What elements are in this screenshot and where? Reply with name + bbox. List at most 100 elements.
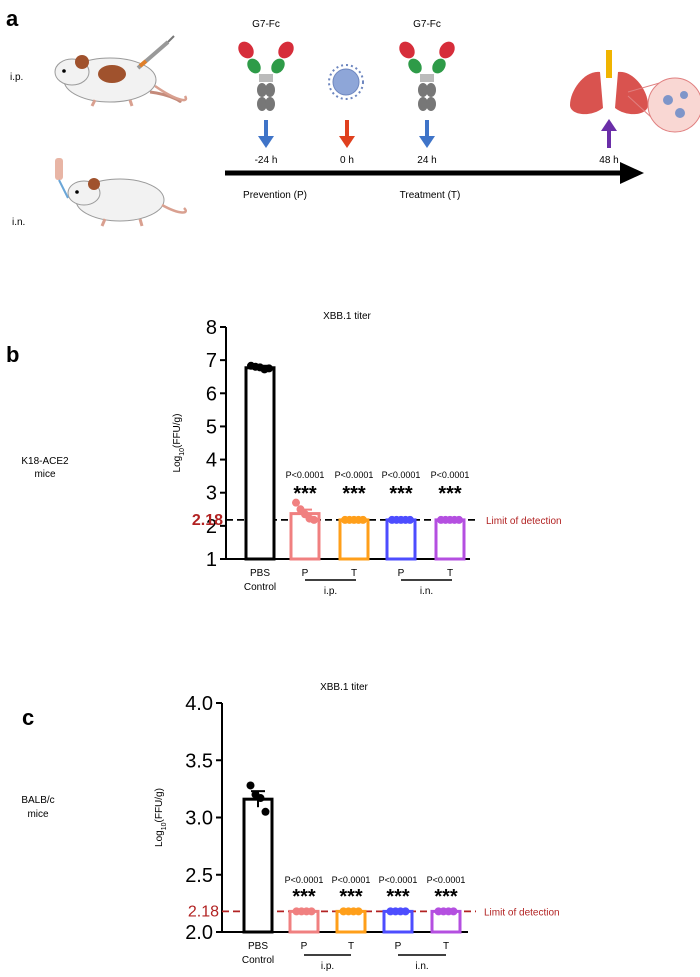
y-axis-label: Log10(FFU/g) bbox=[172, 414, 186, 473]
p-value-label: P<0.0001 bbox=[332, 875, 371, 885]
lod-value-label: 2.18 bbox=[188, 903, 219, 920]
lung-icon bbox=[570, 50, 648, 115]
strain-label-line2: mice bbox=[34, 469, 56, 480]
time-label-24: 24 h bbox=[417, 155, 436, 166]
y-tick-label: 2.0 bbox=[185, 922, 213, 944]
data-point bbox=[246, 781, 255, 790]
significance-stars: *** bbox=[292, 886, 316, 908]
group-label: i.p. bbox=[324, 586, 337, 597]
significance-stars: *** bbox=[342, 483, 366, 505]
y-axis-label: Log10(FFU/g) bbox=[154, 788, 168, 847]
antibody-label-prevention: G7-Fc bbox=[252, 19, 280, 30]
significance-stars: *** bbox=[386, 886, 410, 908]
significance-stars: *** bbox=[389, 483, 413, 505]
data-point bbox=[455, 515, 463, 524]
y-tick-label: 4.0 bbox=[185, 693, 213, 715]
chart-title: XBB.1 titer bbox=[323, 311, 371, 322]
x-tick-label: Control bbox=[242, 955, 274, 966]
route-ip-label: i.p. bbox=[10, 72, 23, 83]
route-in-label: i.n. bbox=[12, 217, 25, 228]
time-label-minus24: -24 h bbox=[255, 155, 278, 166]
data-point bbox=[307, 907, 316, 916]
group-label: i.p. bbox=[321, 961, 334, 972]
panel-c-letter: c bbox=[22, 705, 34, 730]
x-tick-label: Control bbox=[244, 582, 276, 593]
antibody-icon-prevention bbox=[238, 41, 294, 111]
y-tick-label: 5 bbox=[206, 416, 217, 438]
prevention-label: Prevention (P) bbox=[243, 190, 307, 201]
y-tick-label: 2.5 bbox=[185, 865, 213, 887]
x-tick-label: T bbox=[351, 568, 357, 579]
x-tick-label: PBS bbox=[248, 941, 268, 952]
x-tick-label: P bbox=[301, 941, 308, 952]
x-tick-label: P bbox=[398, 568, 405, 579]
strain-label-line1: BALB/c bbox=[21, 795, 54, 806]
virus-icon bbox=[328, 64, 364, 100]
panel-b-letter: b bbox=[6, 342, 19, 367]
significance-stars: *** bbox=[438, 483, 462, 505]
panel-a: a i.p. i.n. bbox=[6, 6, 700, 228]
bar bbox=[385, 518, 417, 561]
x-tick-label: T bbox=[348, 941, 354, 952]
data-point bbox=[359, 515, 367, 524]
time-label-48: 48 h bbox=[599, 155, 618, 166]
chart-title: XBB.1 titer bbox=[320, 682, 368, 693]
p-value-label: P<0.0001 bbox=[382, 470, 421, 480]
significance-stars: *** bbox=[434, 886, 458, 908]
data-point bbox=[310, 515, 318, 524]
antibody-label-treatment: G7-Fc bbox=[413, 19, 441, 30]
lod-value-label: 2.18 bbox=[192, 512, 223, 529]
p-value-label: P<0.0001 bbox=[285, 875, 324, 885]
strain-label-line2: mice bbox=[27, 809, 49, 820]
y-tick-label: 8 bbox=[206, 317, 217, 339]
significance-stars: *** bbox=[293, 483, 317, 505]
strain-label-line1: K18-ACE2 bbox=[21, 456, 69, 467]
arrow-down-blue-icon-prevention bbox=[258, 120, 274, 148]
data-point bbox=[261, 807, 270, 816]
bar bbox=[434, 518, 466, 561]
x-tick-label: P bbox=[395, 941, 402, 952]
lod-text: Limit of detection bbox=[486, 516, 562, 527]
x-tick-label: T bbox=[447, 568, 453, 579]
arrow-up-purple-icon-harvest bbox=[601, 119, 617, 148]
group-label: i.n. bbox=[420, 586, 433, 597]
arrow-down-blue-icon-treatment bbox=[419, 120, 435, 148]
p-value-label: P<0.0001 bbox=[431, 470, 470, 480]
time-label-0: 0 h bbox=[340, 155, 354, 166]
data-point bbox=[406, 515, 414, 524]
y-tick-label: 3.0 bbox=[185, 808, 213, 830]
y-tick-label: 3.5 bbox=[185, 750, 213, 772]
mouse-in-illustration bbox=[55, 158, 187, 227]
bar bbox=[244, 366, 276, 561]
data-point bbox=[256, 794, 265, 803]
group-label: i.n. bbox=[415, 961, 428, 972]
antibody-icon-treatment bbox=[399, 41, 455, 111]
bar bbox=[242, 797, 274, 934]
data-point bbox=[354, 907, 363, 916]
y-tick-label: 7 bbox=[206, 350, 217, 372]
lung-zoom-icon bbox=[627, 77, 700, 133]
mouse-ip-illustration bbox=[54, 35, 188, 107]
y-tick-label: 3 bbox=[206, 483, 217, 505]
timeline-arrow bbox=[225, 162, 644, 184]
p-value-label: P<0.0001 bbox=[427, 875, 466, 885]
y-tick-label: 4 bbox=[206, 450, 217, 472]
panel-a-letter: a bbox=[6, 6, 19, 31]
significance-stars: *** bbox=[339, 886, 363, 908]
x-tick-label: P bbox=[302, 568, 309, 579]
y-tick-label: 1 bbox=[206, 549, 217, 571]
p-value-label: P<0.0001 bbox=[286, 470, 325, 480]
treatment-label: Treatment (T) bbox=[400, 190, 461, 201]
y-tick-label: 2 bbox=[206, 516, 217, 538]
data-point bbox=[449, 907, 458, 916]
p-value-label: P<0.0001 bbox=[335, 470, 374, 480]
data-point bbox=[292, 498, 300, 507]
lod-text: Limit of detection bbox=[484, 907, 560, 918]
p-value-label: P<0.0001 bbox=[379, 875, 418, 885]
data-point bbox=[265, 364, 273, 373]
data-point bbox=[401, 907, 410, 916]
